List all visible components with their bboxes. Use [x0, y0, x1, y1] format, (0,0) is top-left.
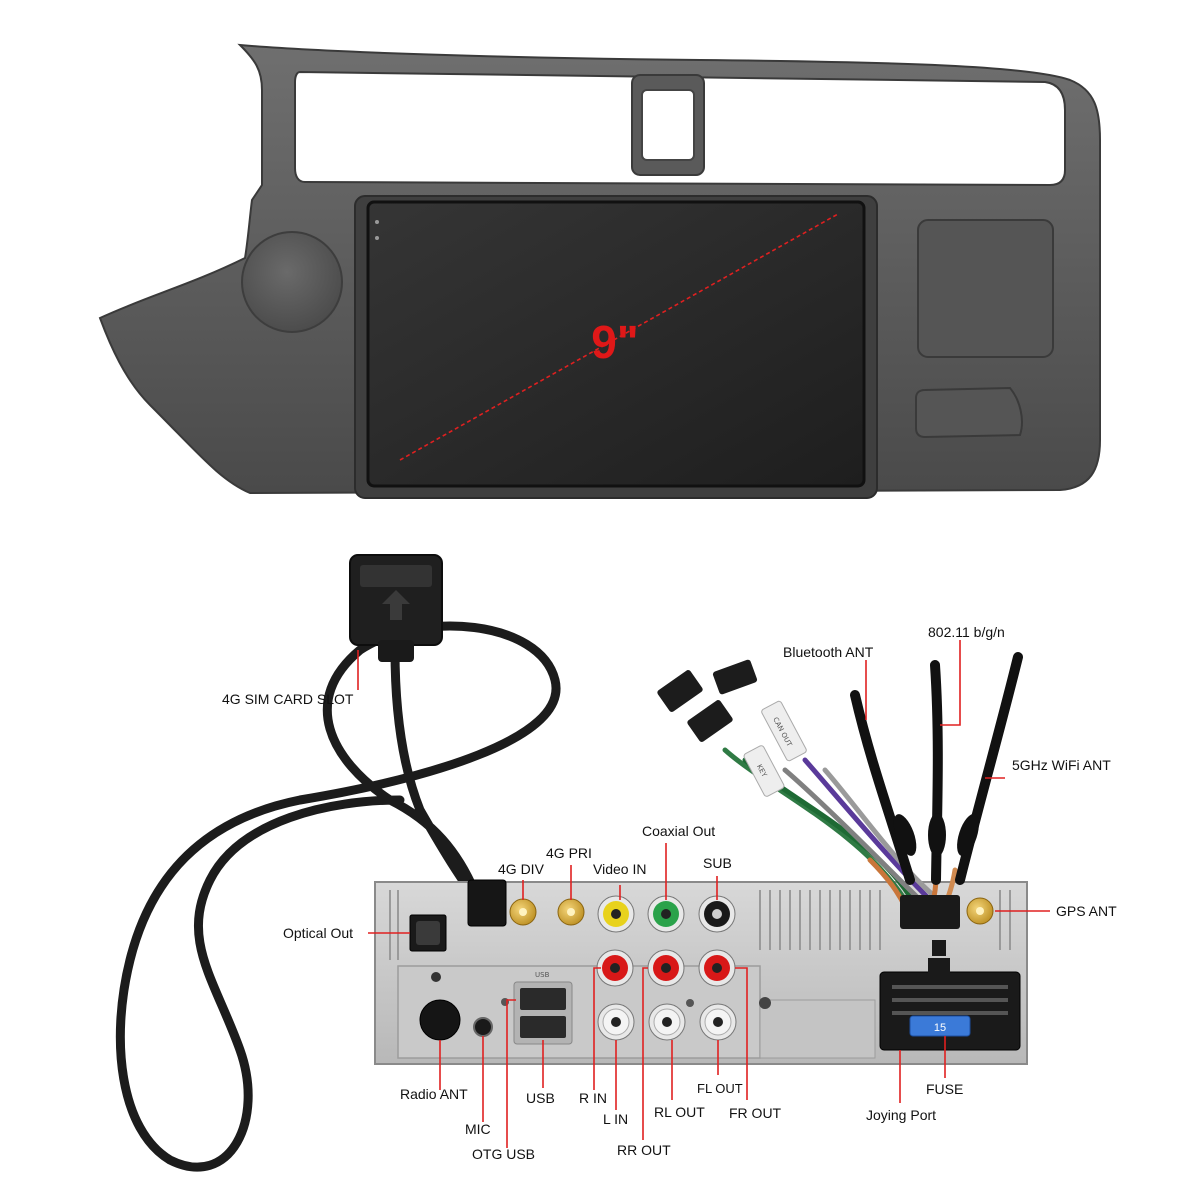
fl-out-jack[interactable] — [699, 1003, 737, 1041]
fr-out-label: FR OUT — [729, 1105, 782, 1121]
vent-slots — [389, 890, 1011, 960]
coaxial-out-label: Coaxial Out — [642, 823, 715, 839]
head-unit-rear: USB 15 — [374, 879, 1028, 1065]
wifi-5-label: 5GHz WiFi ANT — [1012, 757, 1111, 773]
r-in-label: R IN — [579, 1090, 607, 1106]
dash-panel: 9" — [98, 43, 1101, 499]
bluetooth-ant-label: Bluetooth ANT — [783, 644, 874, 660]
otg-usb-label: OTG USB — [472, 1146, 535, 1162]
otg-usb-port[interactable] — [520, 988, 566, 1010]
r-in-jack[interactable] — [596, 949, 634, 987]
screen — [366, 200, 866, 488]
sub-label: SUB — [703, 855, 732, 871]
screw-hole — [686, 999, 694, 1007]
sim-module-neck — [378, 640, 414, 662]
right-small-recess — [915, 386, 1023, 439]
front-button-dot[interactable] — [375, 236, 379, 240]
harness-connectors: CAN OUT KEY — [657, 659, 960, 929]
left-knob-recess — [241, 231, 343, 333]
joying-port-pins — [892, 985, 1008, 1015]
rl-out-label: RL OUT — [654, 1104, 705, 1120]
video-in-label: Video IN — [593, 861, 646, 877]
labels: Bluetooth ANT 802.11 b/g/n 5GHz WiFi ANT… — [283, 624, 1117, 1162]
sim-connector[interactable] — [467, 879, 507, 927]
4g-pri-pin — [567, 908, 575, 916]
usb-tiny-print: USB — [535, 971, 550, 979]
optical-out-label: Optical Out — [283, 925, 353, 941]
right-panel-recess — [917, 219, 1054, 358]
4g-div-label: 4G DIV — [498, 861, 545, 877]
coaxial-out-jack[interactable] — [647, 895, 685, 933]
rr-out-label: RR OUT — [617, 1142, 671, 1158]
arrow-up-icon — [382, 590, 410, 620]
rl-out-jack[interactable] — [648, 1003, 686, 1041]
radio-ant-label: Radio ANT — [400, 1086, 468, 1102]
key-tag — [743, 745, 785, 797]
sim-card-module: 4G SIM CARD SLOT — [115, 554, 561, 1172]
fuse[interactable] — [909, 1015, 971, 1037]
fuse-value: 15 — [934, 1022, 946, 1034]
sim-card-slot-opening — [360, 565, 432, 587]
joying-port-key — [932, 940, 946, 956]
gps-ant-pin — [976, 907, 984, 915]
radio-ant-port[interactable] — [419, 999, 461, 1041]
bluetooth-antenna — [850, 690, 915, 885]
mic-port[interactable] — [473, 1017, 493, 1037]
connector-plug — [687, 700, 733, 742]
joying-port-label: Joying Port — [866, 1107, 936, 1123]
rr-out-jack[interactable] — [647, 949, 685, 987]
fl-out-label: FL OUT — [697, 1081, 743, 1096]
callout-lines — [368, 640, 1050, 1148]
wifi-24-label: 802.11 b/g/n — [928, 624, 1005, 640]
fuse-label: FUSE — [926, 1081, 963, 1097]
joying-port-latch — [928, 958, 950, 974]
4g-div-pin — [519, 908, 527, 916]
usb-label: USB — [526, 1090, 555, 1106]
sim-cable — [115, 621, 561, 1172]
video-in-jack[interactable] — [597, 895, 635, 933]
right-lower-plate — [759, 999, 876, 1059]
gps-ant-label: GPS ANT — [1056, 903, 1117, 919]
screw-hole — [759, 997, 771, 1009]
screen-size-label: 9" — [591, 316, 638, 368]
sub-jack[interactable] — [698, 895, 736, 933]
connector-plug — [712, 659, 758, 695]
antennas — [850, 652, 1023, 885]
can-out-tag — [761, 700, 807, 762]
l-in-label: L IN — [603, 1111, 628, 1127]
fr-out-jack[interactable] — [698, 949, 736, 987]
optical-out-shutter — [416, 921, 440, 945]
4g-pri-label: 4G PRI — [546, 845, 592, 861]
mic-label: MIC — [465, 1121, 491, 1137]
harness-clamp — [900, 895, 960, 929]
front-button-dot[interactable] — [375, 220, 379, 224]
connector-plug — [657, 670, 703, 712]
screw-hole — [431, 972, 441, 982]
hazard-button[interactable] — [641, 89, 695, 161]
usb-port[interactable] — [520, 1016, 566, 1038]
l-in-jack[interactable] — [597, 1003, 635, 1041]
sim-slot-label: 4G SIM CARD SLOT — [222, 691, 354, 707]
